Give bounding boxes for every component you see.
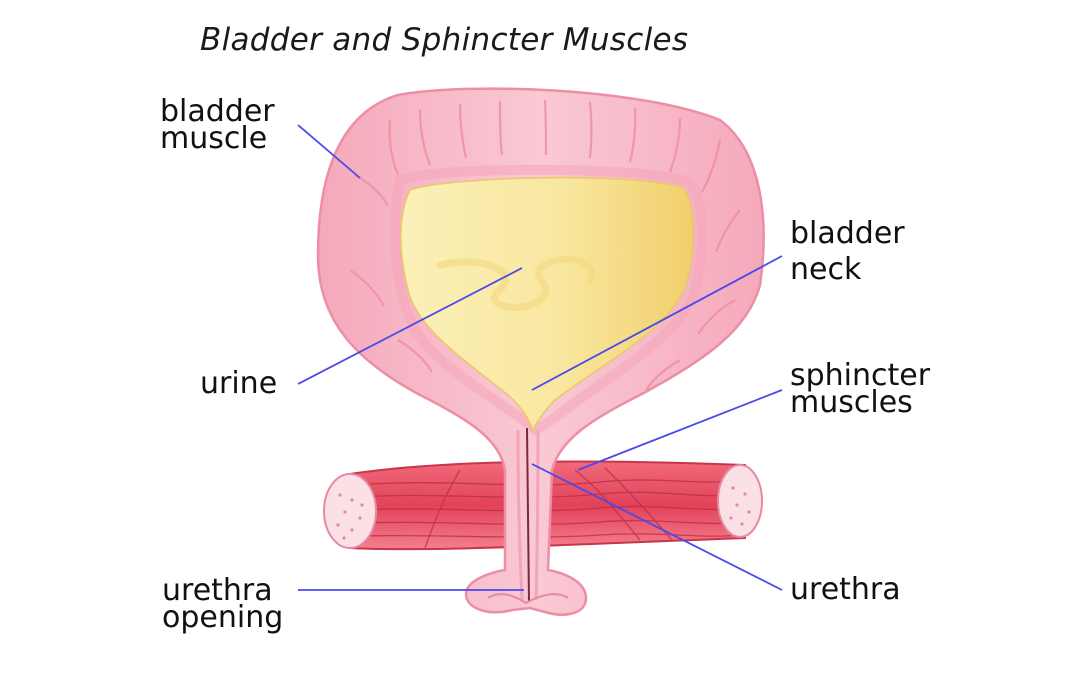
- label-bladder-neck: bladder neck: [790, 216, 905, 288]
- leader-line-urethra: [531, 463, 783, 591]
- leader-line-urine: [297, 267, 523, 385]
- label-line: muscle: [160, 121, 268, 156]
- label-urethra: urethra: [790, 572, 901, 607]
- diagram-title: Bladder and Sphincter Muscles: [200, 22, 689, 58]
- label-line: urethra: [790, 572, 901, 607]
- label-line: bladder: [790, 216, 905, 251]
- label-line: neck: [790, 252, 862, 287]
- leader-line-sphincter-muscles: [577, 389, 783, 471]
- label-bladder-muscle: bladder muscle: [160, 94, 275, 156]
- leader-lines: [297, 124, 783, 591]
- label-line: urine: [200, 366, 278, 401]
- label-urethra-opening: urethra opening: [162, 573, 284, 635]
- label-sphincter-muscles: sphincter muscles: [790, 358, 931, 420]
- label-line: bladder: [160, 94, 275, 129]
- label-line: urethra: [162, 573, 273, 608]
- urine-fill: [399, 176, 694, 432]
- label-line: muscles: [790, 385, 913, 420]
- leader-line-bladder-muscle: [297, 124, 361, 179]
- label-urine: urine: [200, 366, 278, 401]
- label-line: opening: [162, 600, 284, 635]
- label-line: sphincter: [790, 358, 931, 393]
- leader-line-bladder-neck: [531, 255, 783, 391]
